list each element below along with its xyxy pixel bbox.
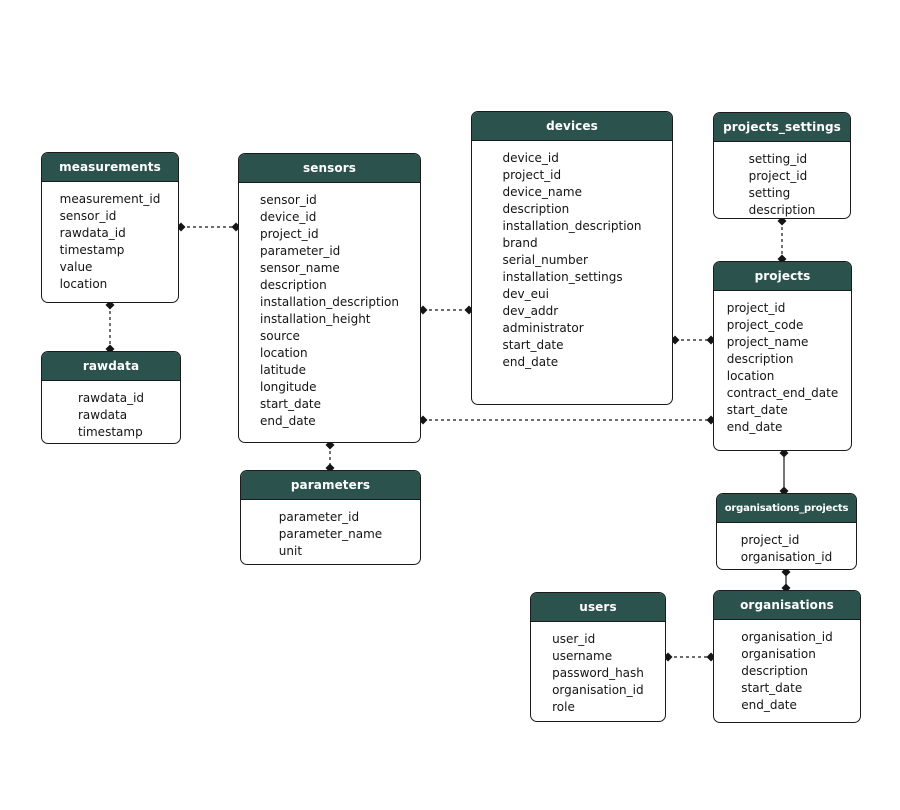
field-device_id: device_id bbox=[260, 210, 317, 224]
field-list-devices: device_id project_id device_name descriptio… bbox=[503, 150, 642, 371]
field-role: role bbox=[552, 700, 575, 714]
field-end_date: end_date bbox=[741, 698, 797, 712]
field-user_id: user_id bbox=[552, 632, 596, 646]
field-installation_settings: installation_settings bbox=[502, 270, 623, 284]
field-timestamp: timestamp bbox=[59, 243, 125, 257]
field-parameter_id: parameter_id bbox=[278, 510, 360, 524]
field-source: source bbox=[260, 329, 300, 343]
table-title-users: users bbox=[531, 593, 665, 622]
field-dev_addr: dev_addr bbox=[502, 304, 559, 318]
field-description: description bbox=[748, 203, 816, 217]
field-start_date: start_date bbox=[260, 397, 322, 411]
field-rawdata_id: rawdata_id bbox=[59, 226, 126, 240]
field-organisation: organisation bbox=[741, 647, 816, 661]
field-latitude: latitude bbox=[260, 363, 307, 377]
table-title-measurements: measurements bbox=[42, 153, 178, 182]
field-project_id: project_id bbox=[502, 168, 562, 182]
field-description: description bbox=[726, 352, 794, 366]
table-title-projects_settings: projects_settings bbox=[714, 113, 850, 142]
field-location: location bbox=[59, 277, 108, 291]
table-title-projects: projects bbox=[714, 262, 851, 291]
field-list-users: user_id username password_hash organisation… bbox=[552, 631, 644, 716]
field-contract_end_date: contract_end_date bbox=[726, 386, 839, 400]
field-end_date: end_date bbox=[502, 355, 559, 369]
field-location: location bbox=[260, 346, 308, 360]
field-start_date: start_date bbox=[741, 681, 803, 695]
table-title-organisations_projects: organisations_projects bbox=[717, 494, 856, 523]
field-measurement_id: measurement_id bbox=[59, 192, 161, 206]
field-start_date: start_date bbox=[502, 338, 564, 352]
table-title-devices: devices bbox=[472, 112, 672, 141]
field-password_hash: password_hash bbox=[552, 666, 644, 680]
table-title-rawdata: rawdata bbox=[42, 352, 180, 381]
table-title-sensors: sensors bbox=[239, 154, 420, 183]
field-dev_eui: dev_eui bbox=[502, 287, 549, 301]
field-organisation_id: organisation_id bbox=[741, 630, 833, 644]
field-serial_number: serial_number bbox=[502, 253, 588, 267]
field-timestamp: timestamp bbox=[77, 425, 143, 439]
field-setting: setting bbox=[748, 186, 791, 200]
field-location: location bbox=[726, 369, 775, 383]
field-list-organisations: organisation_id organisation description st… bbox=[741, 629, 833, 714]
field-installation_description: installation_description bbox=[502, 219, 642, 233]
field-description: description bbox=[502, 202, 570, 216]
field-description: description bbox=[260, 278, 327, 292]
field-parameter_name: parameter_name bbox=[278, 527, 383, 541]
field-setting_id: setting_id bbox=[748, 152, 808, 166]
field-project_id: project_id bbox=[260, 227, 319, 241]
field-username: username bbox=[552, 649, 613, 663]
field-sensor_id: sensor_id bbox=[260, 193, 317, 207]
field-end_date: end_date bbox=[260, 414, 316, 428]
field-project_name: project_name bbox=[726, 335, 809, 349]
field-rawdata: rawdata bbox=[77, 408, 128, 422]
field-value: value bbox=[59, 260, 93, 274]
field-project_id: project_id bbox=[726, 301, 786, 315]
field-longitude: longitude bbox=[260, 380, 317, 394]
field-organisation_id: organisation_id bbox=[552, 683, 644, 697]
field-device_id: device_id bbox=[502, 151, 559, 165]
field-unit: unit bbox=[278, 544, 303, 558]
field-end_date: end_date bbox=[726, 420, 783, 434]
table-title-organisations: organisations bbox=[714, 591, 860, 620]
field-brand: brand bbox=[502, 236, 538, 250]
field-organisation_id: organisation_id bbox=[740, 550, 833, 564]
field-sensor_id: sensor_id bbox=[59, 209, 117, 223]
field-description: description bbox=[741, 664, 808, 678]
field-device_name: device_name bbox=[502, 185, 582, 199]
field-installation_description: installation_description bbox=[260, 295, 399, 309]
field-list-sensors: sensor_id device_id project_id parameter_id… bbox=[260, 192, 399, 430]
field-parameter_id: parameter_id bbox=[260, 244, 341, 258]
field-project_id: project_id bbox=[740, 533, 800, 547]
field-administrator: administrator bbox=[502, 321, 584, 335]
field-project_id: project_id bbox=[748, 169, 808, 183]
field-project_code: project_code bbox=[726, 318, 804, 332]
field-sensor_name: sensor_name bbox=[260, 261, 340, 275]
field-list-organisations_projects: project_id organisation_id bbox=[741, 532, 833, 566]
field-installation_height: installation_height bbox=[260, 312, 371, 326]
table-projects[interactable]: projects project_id project_code project_n… bbox=[713, 261, 852, 451]
field-start_date: start_date bbox=[726, 403, 788, 417]
field-rawdata_id: rawdata_id bbox=[77, 391, 145, 405]
table-title-parameters: parameters bbox=[241, 471, 420, 500]
